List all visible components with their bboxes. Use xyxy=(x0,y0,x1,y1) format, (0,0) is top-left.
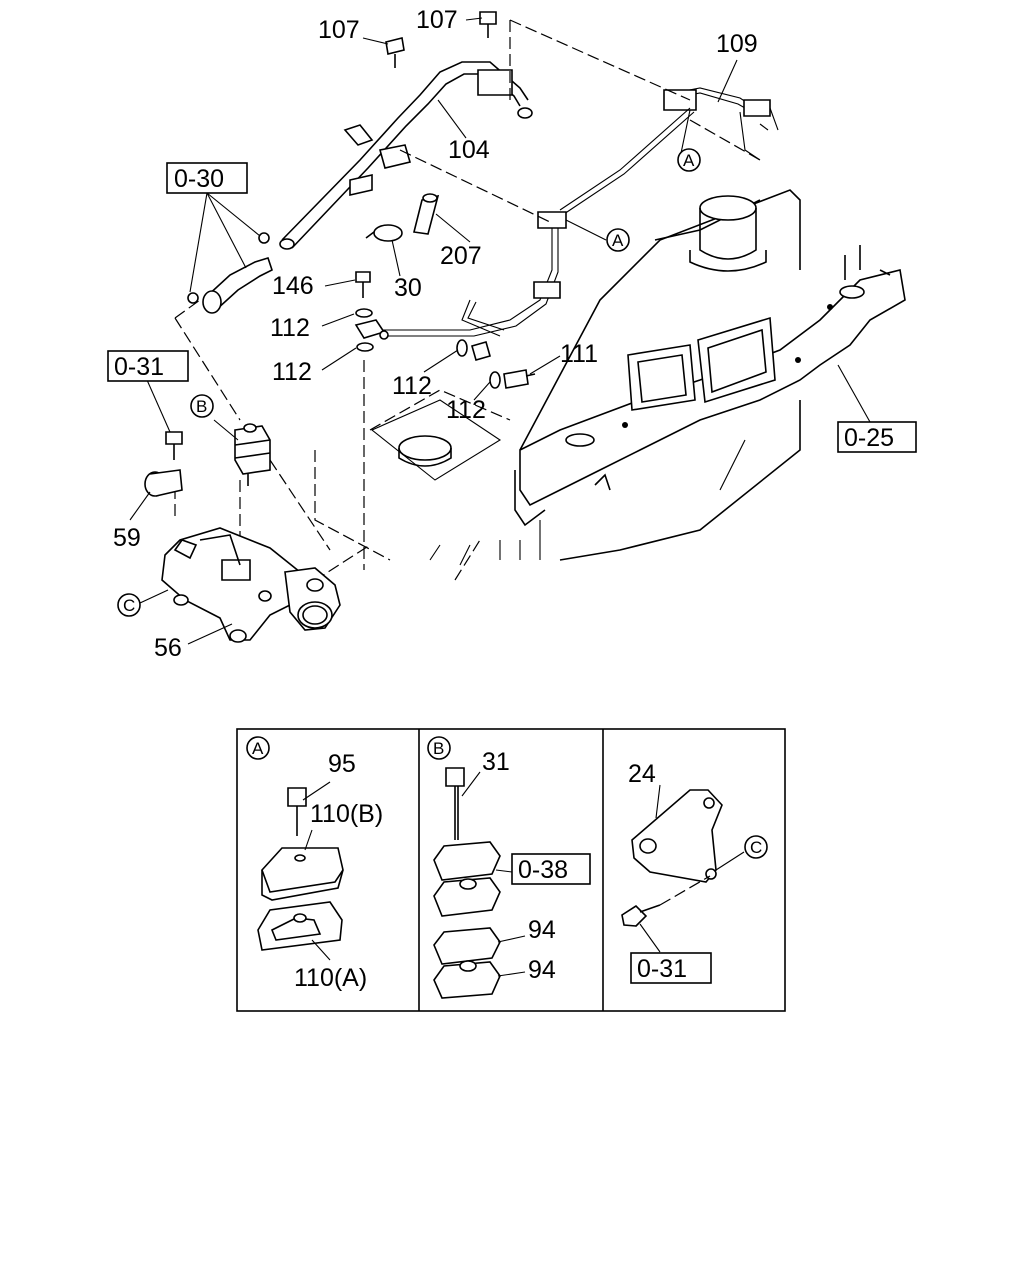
thermostat-housing-56 xyxy=(161,527,341,643)
marker-b: B xyxy=(196,397,207,416)
exhaust-manifold xyxy=(514,245,906,527)
callout-112-a: 112 xyxy=(270,314,310,342)
ref-0-31-detail: 0-31 xyxy=(637,955,687,983)
marker-a-detail: A xyxy=(252,739,264,758)
bolt-111 xyxy=(503,369,536,389)
callout-56: 56 xyxy=(154,634,182,662)
washers-112-joint xyxy=(354,308,501,389)
marker-b-detail: B xyxy=(433,739,444,758)
callout-95: 95 xyxy=(328,750,356,778)
hose-207 xyxy=(413,193,440,235)
callout-110a: 110(A) xyxy=(294,964,367,992)
marker-c: C xyxy=(123,596,135,615)
detail-a-drawing xyxy=(257,781,344,961)
ref-0-30: 0-30 xyxy=(174,165,224,193)
detail-c-drawing xyxy=(621,784,745,953)
detail-callout-labels: 95 110(B) 110(A) 31 94 94 24 xyxy=(294,748,656,992)
bolt-146 xyxy=(355,271,371,298)
marker-a-1: A xyxy=(683,151,695,170)
ref-0-31: 0-31 xyxy=(114,353,164,381)
ref-0-38: 0-38 xyxy=(518,856,568,884)
callout-59: 59 xyxy=(113,524,141,552)
coolant-pipe-assembly xyxy=(279,61,779,337)
circled-markers: A A B C A B C xyxy=(117,148,768,859)
callout-30: 30 xyxy=(394,274,422,302)
bolt-0-31 xyxy=(165,431,183,460)
leader-lines xyxy=(129,17,871,645)
clamp-b xyxy=(234,423,271,486)
callout-24: 24 xyxy=(628,760,656,788)
callout-110b: 110(B) xyxy=(310,800,383,828)
callout-109: 109 xyxy=(716,30,758,58)
callout-labels: 107 107 109 104 207 30 146 112 112 112 1… xyxy=(113,6,758,662)
detail-b-drawing xyxy=(433,767,526,999)
callout-94-a: 94 xyxy=(528,916,556,944)
engine-block xyxy=(314,189,801,581)
callout-104: 104 xyxy=(448,136,490,164)
callout-112-b: 112 xyxy=(272,358,312,386)
callout-107-a: 107 xyxy=(318,16,360,44)
callout-31: 31 xyxy=(482,748,510,776)
reference-boxes: 0-30 0-31 0-25 0-38 0-31 xyxy=(107,162,917,984)
callout-112-d: 112 xyxy=(446,396,486,424)
clamp-30 xyxy=(365,224,403,242)
bolts-107 xyxy=(385,11,497,68)
callout-207: 207 xyxy=(440,242,482,270)
callout-107-b: 107 xyxy=(416,6,458,34)
ref-0-25: 0-25 xyxy=(844,424,894,452)
callout-111: 111 xyxy=(560,340,598,368)
callout-146: 146 xyxy=(272,272,314,300)
hose-and-clamps-0-30 xyxy=(187,232,273,314)
detail-panels xyxy=(236,728,786,1012)
marker-c-detail: C xyxy=(750,838,762,857)
marker-a-2: A xyxy=(612,231,624,250)
bracket-59 xyxy=(144,469,183,497)
callout-94-b: 94 xyxy=(528,956,556,984)
callout-112-c: 112 xyxy=(392,372,432,400)
